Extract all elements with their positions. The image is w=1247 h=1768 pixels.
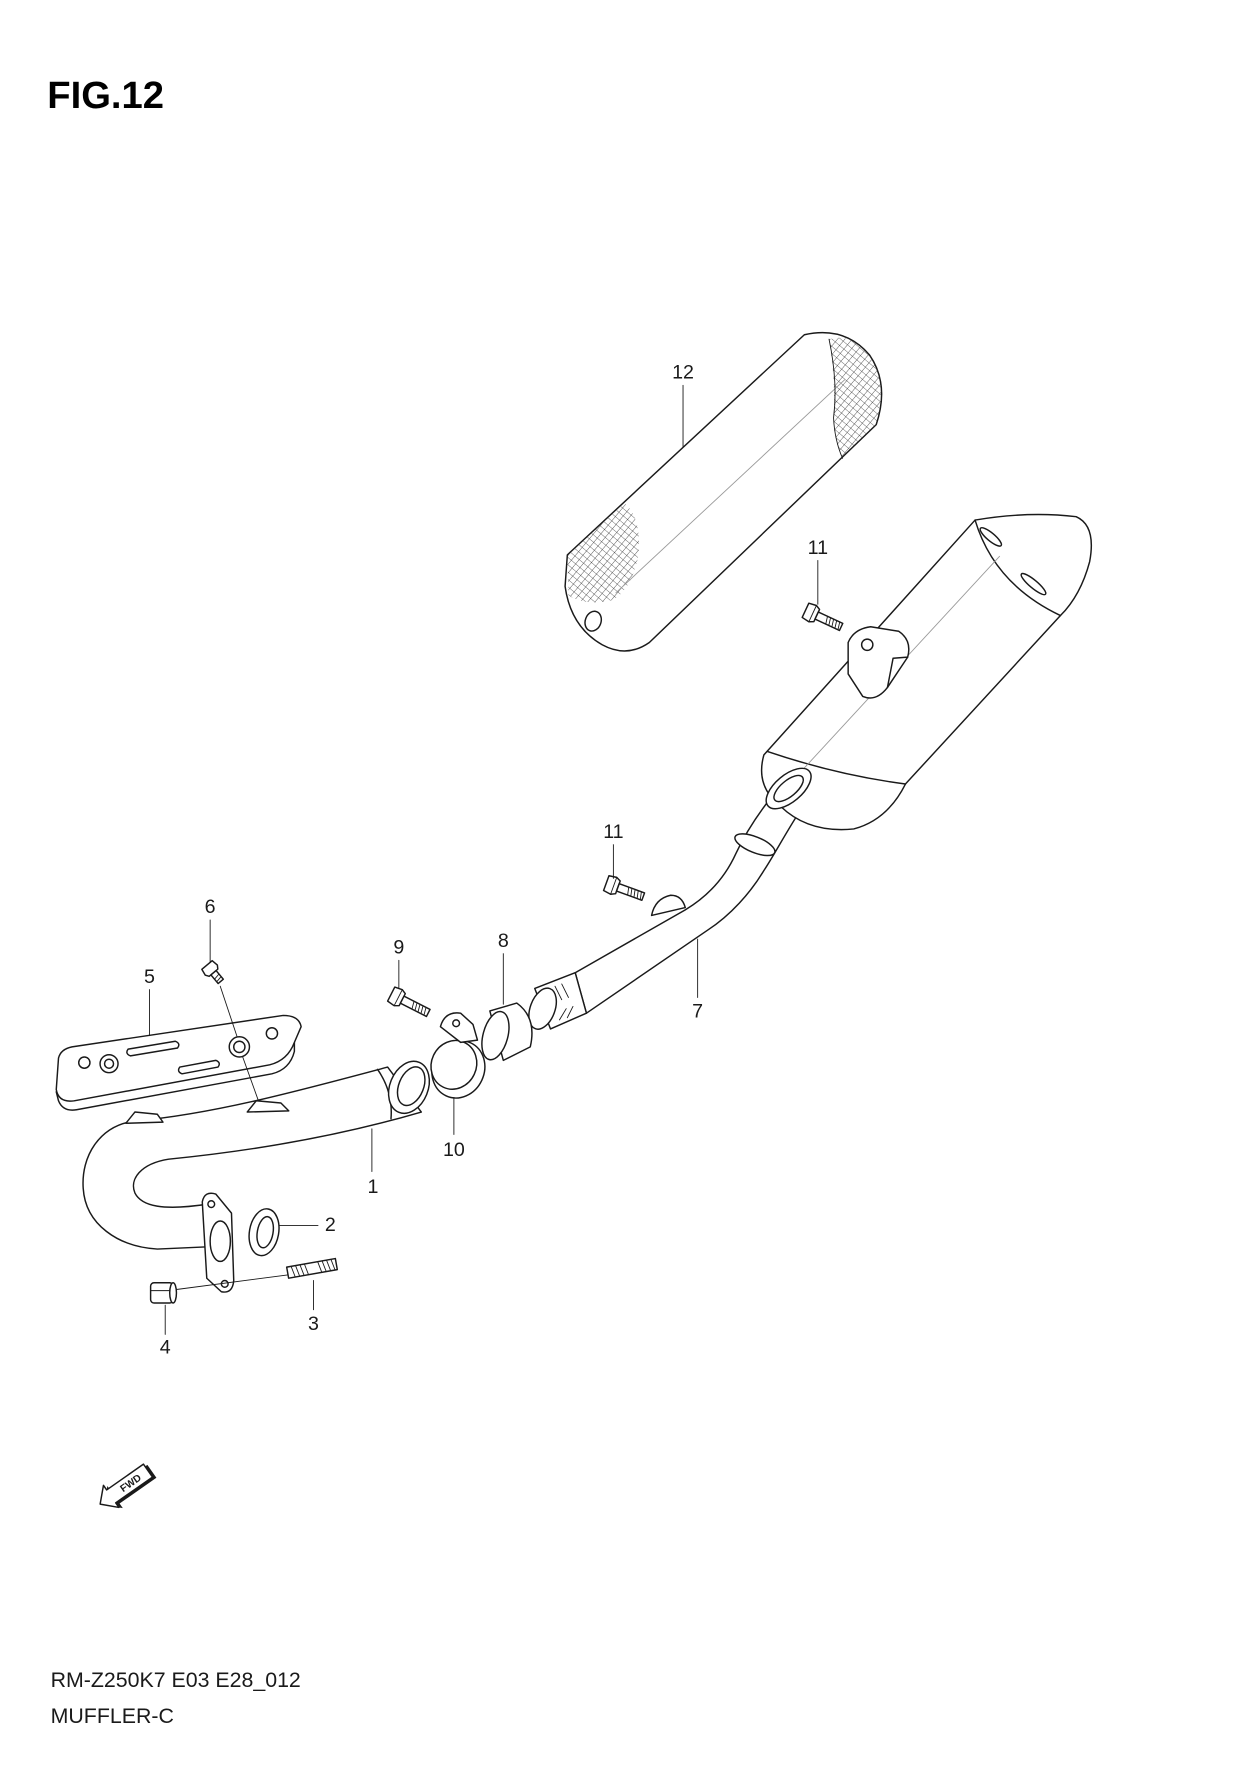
heat-shield-mesh-right xyxy=(829,337,882,459)
muffler-end-cap-edge xyxy=(974,519,1062,617)
callout-11-upper: 11 xyxy=(808,537,828,559)
heat-shield-end-edge xyxy=(828,338,843,459)
stud-guide-line xyxy=(175,1274,289,1290)
diagram-name: MUFFLER-C xyxy=(51,1704,174,1728)
forward-arrow-icon: FWD xyxy=(99,1463,157,1509)
callout-10: 10 xyxy=(443,1139,465,1161)
part-6-bolt xyxy=(201,959,225,985)
bolt-head-edge xyxy=(610,876,618,895)
heat-shield-mesh-left xyxy=(567,503,640,603)
exhaust-pipe-tab-right xyxy=(246,1100,290,1113)
heat-shield-mesh xyxy=(567,337,882,603)
muffler-end-slot-upper xyxy=(979,527,1003,547)
bolt-6-guide-line xyxy=(219,985,238,1038)
part-9-bolt xyxy=(386,986,431,1018)
callout-7: 7 xyxy=(692,1001,703,1023)
heat-shield-hole xyxy=(584,610,603,632)
clamp-bolt-hole xyxy=(452,1019,461,1028)
callout-12: 12 xyxy=(672,362,694,384)
callout-11-lower: 11 xyxy=(603,821,623,843)
part-2-gasket xyxy=(248,1208,280,1257)
part-10-clamp xyxy=(430,1012,486,1099)
protector-hole-3-inner xyxy=(233,1040,246,1054)
muffler-end-slot-lower xyxy=(1020,572,1047,596)
bolt-shaft xyxy=(399,995,431,1018)
protector-slot-2 xyxy=(177,1059,220,1075)
exhaust-pipe-inlet xyxy=(209,1220,232,1263)
heat-shield-seam xyxy=(615,379,846,594)
callout-6: 6 xyxy=(205,896,216,918)
bolt-head-edge xyxy=(808,605,817,623)
clamp-ear xyxy=(439,1012,479,1044)
stud-body xyxy=(285,1257,339,1279)
protector-hole-4 xyxy=(265,1027,279,1040)
muffler-body xyxy=(760,513,1093,831)
bolt-thread xyxy=(627,886,642,901)
stud-thread xyxy=(290,1258,336,1278)
callout-2: 2 xyxy=(325,1214,336,1236)
callout-4: 4 xyxy=(160,1337,171,1359)
bolt-thread xyxy=(825,615,841,631)
muffler-rear-seam xyxy=(766,750,907,785)
nut-face xyxy=(168,1282,178,1304)
callout-5: 5 xyxy=(144,966,155,988)
protector-slot-1 xyxy=(126,1040,180,1057)
muffler-pipe-band xyxy=(734,833,776,857)
protector-hole-1 xyxy=(77,1056,91,1069)
part-11-upper-bolt xyxy=(801,602,844,632)
gasket-inner xyxy=(256,1215,275,1249)
bushing-face xyxy=(481,1010,510,1061)
part-7-muffler xyxy=(528,513,1093,1030)
part-12-muffler-heat-shield xyxy=(564,331,883,652)
protector-hole-2 xyxy=(99,1054,119,1074)
muffler-bracket-hole xyxy=(860,638,874,652)
callout-3: 3 xyxy=(308,1313,319,1335)
muffler-inlet-inner xyxy=(773,774,805,803)
muffler-inlet xyxy=(765,767,812,810)
bolt-head-edge xyxy=(393,989,403,1007)
part-5-pipe-protector xyxy=(55,1014,302,1111)
muffler-pipe-slots xyxy=(554,983,574,1021)
forward-arrow-shape xyxy=(99,1463,154,1509)
protector-guide-line xyxy=(242,1056,259,1102)
protector-hole-3 xyxy=(228,1036,251,1058)
muffler-pipe-opening xyxy=(528,987,558,1030)
diagram-code: RM-Z250K7 E03 E28_012 xyxy=(51,1668,301,1692)
callout-9: 9 xyxy=(393,937,404,959)
protector-hole-2-inner xyxy=(103,1058,115,1069)
bolt-thread xyxy=(214,973,222,983)
flange-hole-upper xyxy=(207,1200,216,1209)
exhaust-pipe-outlet-inner xyxy=(396,1066,426,1107)
part-11-lower-bolt xyxy=(602,875,646,902)
callout-8: 8 xyxy=(498,930,509,952)
part-3-stud xyxy=(285,1257,339,1279)
callout-1: 1 xyxy=(368,1176,379,1198)
exhaust-pipe-tab-left xyxy=(125,1111,164,1124)
muffler-pipe-tab xyxy=(650,894,687,917)
bolt-thread xyxy=(411,1000,427,1016)
exhaust-pipe-tube xyxy=(82,1066,423,1250)
part-8-bushing xyxy=(481,1002,533,1062)
figure-title: FIG.12 xyxy=(47,74,164,117)
callout-labels: 12 11 11 6 5 9 8 7 10 1 2 3 4 xyxy=(144,362,828,1359)
leader-lines xyxy=(149,384,819,1335)
part-1-exhaust-pipe xyxy=(82,1060,431,1293)
muffler-bracket-fold xyxy=(886,656,909,689)
part-4-nut xyxy=(149,1282,178,1304)
